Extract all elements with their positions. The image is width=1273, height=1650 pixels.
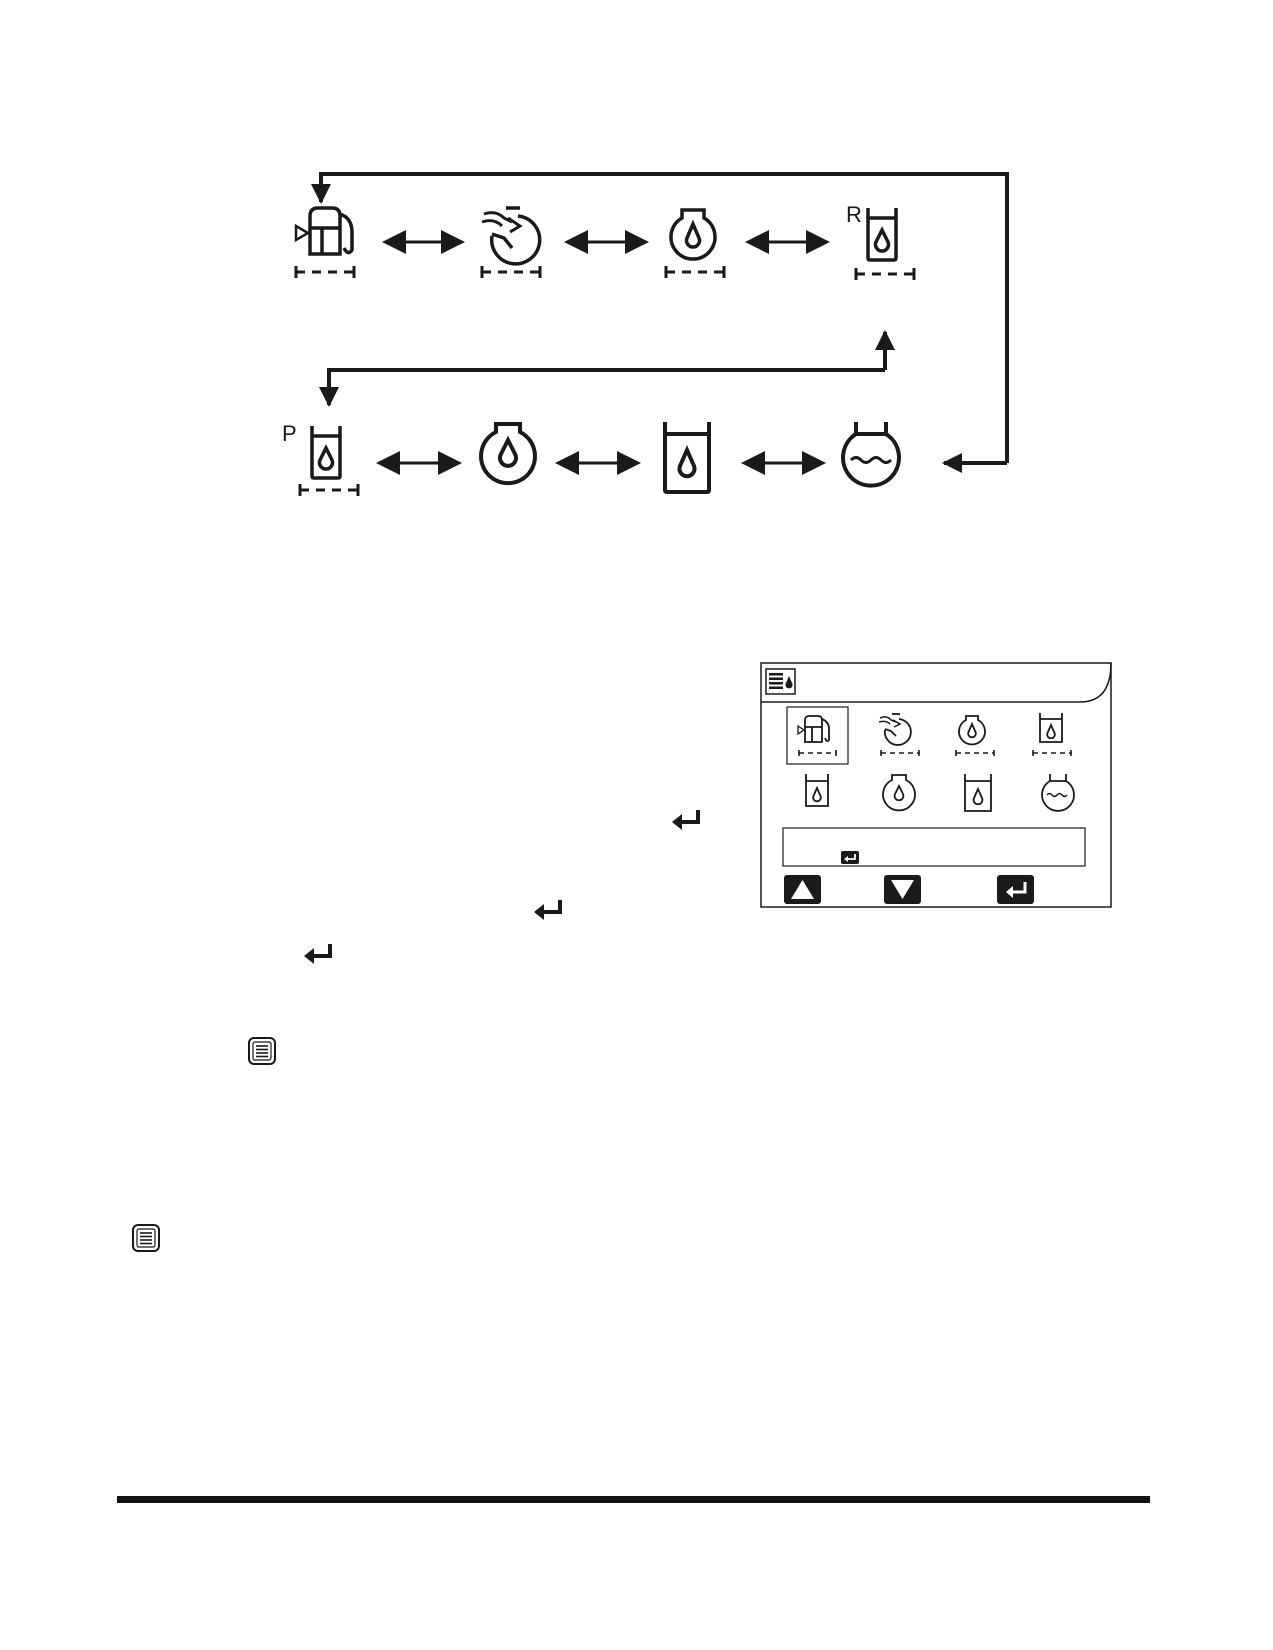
up-button[interactable] xyxy=(784,875,821,904)
message-enter-icon xyxy=(841,851,859,864)
down-button[interactable] xyxy=(884,875,921,904)
fuel-pump-icon xyxy=(294,206,356,278)
enter-icon-2 xyxy=(534,900,562,920)
tank-icon xyxy=(663,422,711,494)
enter-icon xyxy=(1010,882,1027,894)
flow-diagram: R P xyxy=(282,172,1009,496)
panel-pump-large-icon[interactable] xyxy=(882,774,916,812)
up-arrow-icon xyxy=(791,880,814,899)
panel-bath-flask-icon[interactable] xyxy=(1041,774,1075,812)
enter-icon-1 xyxy=(672,810,700,830)
footer-rule xyxy=(117,1496,1150,1503)
menu-icon-1 xyxy=(248,1037,276,1065)
loop-connector-middle xyxy=(319,330,895,407)
reserve-tank-label: R xyxy=(846,202,862,227)
panel-fuel-pump-icon[interactable] xyxy=(797,715,837,756)
pressure-tank-label: P xyxy=(282,421,297,446)
message-box xyxy=(782,827,1086,867)
loop-connector-top xyxy=(311,172,1009,473)
panel-pump-small-icon[interactable] xyxy=(955,715,995,756)
heat-exchanger-icon xyxy=(480,206,542,278)
bath-flask-icon xyxy=(841,422,901,488)
pressure-tank-icon xyxy=(298,426,360,496)
controller-display xyxy=(760,662,1112,908)
panel-tank-icon[interactable] xyxy=(964,774,992,812)
enter-icon-3 xyxy=(304,944,332,964)
panel-reserve-tank-icon[interactable] xyxy=(1032,713,1072,756)
down-arrow-icon xyxy=(891,880,914,899)
reserve-tank-icon xyxy=(854,208,916,280)
pump-small-icon xyxy=(664,208,726,278)
panel-heat-exchanger-icon[interactable] xyxy=(878,713,920,756)
enter-button[interactable] xyxy=(997,875,1034,904)
menu-drop-icon[interactable] xyxy=(765,668,796,695)
menu-icon-2 xyxy=(132,1224,160,1252)
selected-cell xyxy=(786,706,849,765)
pump-large-icon xyxy=(479,422,537,486)
panel-pressure-tank-icon[interactable] xyxy=(805,774,829,807)
adjust-scale-icon xyxy=(294,266,356,278)
